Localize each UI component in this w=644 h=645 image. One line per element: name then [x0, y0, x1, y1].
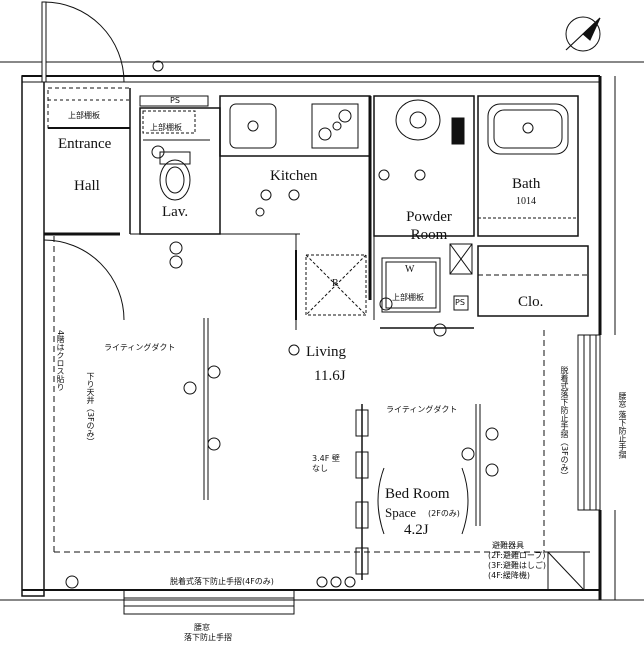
bottom-window: [123, 589, 295, 615]
living-room: [53, 234, 590, 553]
kitchen: [219, 95, 372, 320]
washer-label: W: [405, 264, 415, 275]
fridge-space: [305, 254, 367, 316]
fixtures: [65, 60, 447, 589]
toilet-icon: [159, 159, 191, 201]
escape-device-4f: (4F:緩降機): [488, 571, 531, 580]
room-label-kitchen: Kitchen: [270, 168, 318, 184]
fall-guard-bottom-label: 脱着式落下防止手摺(4Fのみ): [170, 577, 274, 586]
ps-top: [139, 95, 209, 107]
fall-guard-right-label: 脱着式落下防止手摺（3Fのみ）: [560, 366, 569, 480]
stove-icon: [311, 103, 359, 149]
lighting-duct-left-label: ライティングダクト: [104, 343, 176, 352]
wall-note-bed: 3.4F 壁なし: [312, 454, 340, 473]
window-bottom-label-2: 落下防止手摺: [184, 633, 232, 642]
upper-shelf-entrance: 上部棚板: [68, 111, 100, 120]
outer-walls: [0, 61, 644, 601]
bath-room: [477, 95, 579, 237]
washer-pan: [381, 257, 441, 313]
powder-room: [373, 95, 475, 329]
bedroom-partition: [355, 404, 469, 580]
bath-size: 1014: [516, 196, 536, 207]
lighting-duct-left: [183, 318, 221, 500]
upper-shelf-lav: 上部棚板: [150, 123, 182, 132]
kitchen-sink-icon: [229, 103, 277, 149]
ps-top-label: PS: [170, 96, 180, 105]
living-area: 11.6J: [314, 368, 346, 384]
room-label-hall: Hall: [74, 178, 100, 194]
escape-device: [547, 551, 585, 591]
room-label-closet: Clo.: [518, 294, 544, 310]
escape-device-3f: (3F:避難はしご): [488, 561, 547, 570]
ps-right-label: PS: [455, 298, 465, 307]
room-label-bath: Bath: [512, 176, 541, 192]
right-window: [577, 334, 601, 511]
room-label-entrance: Entrance: [58, 136, 112, 152]
fridge-label: R: [332, 278, 339, 289]
entrance-door: [41, 1, 125, 83]
bedroom-area: 4.2J: [404, 522, 429, 538]
room-label-powder-room: Powder Room: [406, 209, 452, 243]
window-bottom-label: 腰窓: [194, 623, 210, 632]
room-label-bedroom: Bed Room: [385, 486, 450, 502]
wall-note-left: 4階はクロス貼り: [56, 330, 65, 392]
room-label-bedroom-space: Space: [385, 505, 417, 520]
lighting-duct-right: [461, 404, 499, 526]
escape-device-2f: (2F:避難ロープ): [488, 551, 546, 560]
bathtub-icon: [487, 103, 569, 155]
room-label-lav: Lav.: [162, 204, 189, 220]
sink-icon: [151, 145, 165, 159]
ceiling-note: 下り天井（3Fのみ）: [86, 372, 95, 446]
north-arrow-icon: [565, 16, 601, 52]
room-label-living: Living: [306, 344, 346, 360]
escape-device-title: 避難器具: [492, 541, 524, 550]
upper-shelf-powder: 上部棚板: [392, 293, 424, 302]
hall-door: [43, 239, 125, 321]
basin-icon: [395, 99, 441, 141]
bedroom-floor-note: (2Fのみ): [428, 509, 460, 518]
window-right-label: 腰窓 落下防止手摺: [618, 392, 627, 459]
lighting-duct-right-label: ライティングダクト: [386, 405, 458, 414]
closet: [477, 245, 589, 317]
